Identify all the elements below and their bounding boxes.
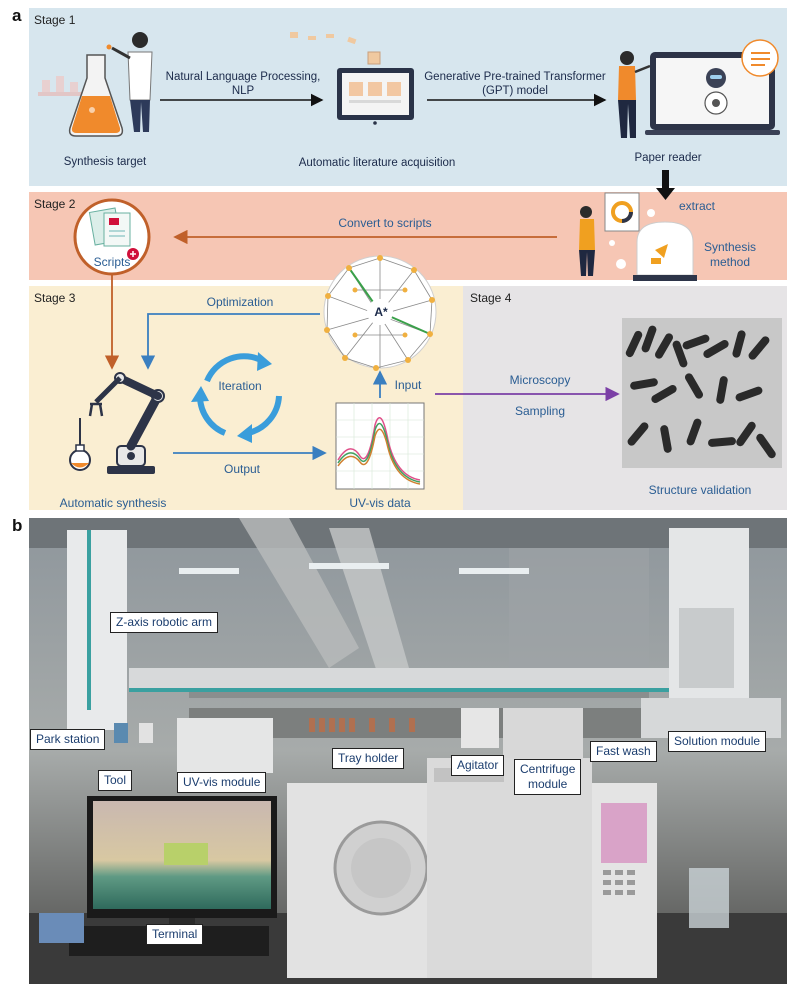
nlp-label-line2: NLP [231,85,255,97]
input-label: Input [394,378,422,392]
synthesis-target-label: Synthesis target [63,156,147,168]
tool-label: Tool [98,770,133,791]
optimization-label: Optimization [206,295,274,309]
panel-a-letter: a [12,6,22,25]
tray-holder-label: Tray holder [332,748,405,769]
centrifuge-module-label: Centrifuge module [514,759,582,795]
z-axis-arm-label: Z-axis robotic arm [110,612,219,633]
panel-a-graphics [38,32,782,490]
scripts-label: Scripts [93,255,131,269]
tem-image [622,318,782,468]
stage3-label: Stage 3 [34,291,76,305]
structure-validation-label: Structure validation [648,483,752,497]
sampling-label: Sampling [514,404,566,418]
terminal-label: Terminal [146,924,204,945]
synthesis-method-line2: method [709,255,751,269]
iteration-label: Iteration [218,379,262,393]
literature-acquisition-label: Automatic literature acquisition [298,157,456,169]
microscopy-label: Microscopy [509,373,571,387]
scripts-icon [73,198,151,276]
uvvis-chart-icon [335,402,425,490]
solution-module-label: Solution module [668,731,767,752]
synthesis-method-icon [579,192,697,281]
extract-label: extract [678,199,715,213]
flask-icon [68,54,124,137]
uvvis-data-label: UV-vis data [349,496,411,510]
stage4-label: Stage 4 [470,291,512,305]
iteration-cycle-icon [191,352,282,443]
lab-shelf-illustration [38,76,96,96]
gpt-label-line1: Generative Pre-trained Transformer [424,71,606,83]
convert-label: Convert to scripts [338,216,432,230]
centrifuge-label-line1: Centrifuge [520,762,576,776]
astar-network-icon [323,255,437,371]
stage1-label: Stage 1 [34,13,76,27]
panel-b-letter: b [12,516,23,535]
park-station-label: Park station [30,729,106,750]
uvvis-module-label: UV-vis module [177,772,267,793]
paper-reader-icon [618,39,780,138]
paper-reader-label: Paper reader [634,152,702,164]
scientist-icon [106,32,153,132]
astar-label: A* [374,305,388,319]
output-label: Output [223,462,261,476]
auto-synthesis-label: Automatic synthesis [59,496,167,510]
centrifuge-label-line2: module [528,777,568,791]
stage2-label: Stage 2 [34,197,76,211]
monitor-icon [290,32,414,125]
nlp-label-line1: Natural Language Processing, [165,71,321,83]
robot-arm-icon [69,372,165,474]
agitator-label: Agitator [451,755,505,776]
extract-arrow [656,170,675,200]
synthesis-method-line1: Synthesis [703,240,757,254]
optimization-arrow [140,313,320,370]
gpt-label-line2: (GPT) model [482,85,548,97]
fast-wash-label: Fast wash [590,741,657,762]
